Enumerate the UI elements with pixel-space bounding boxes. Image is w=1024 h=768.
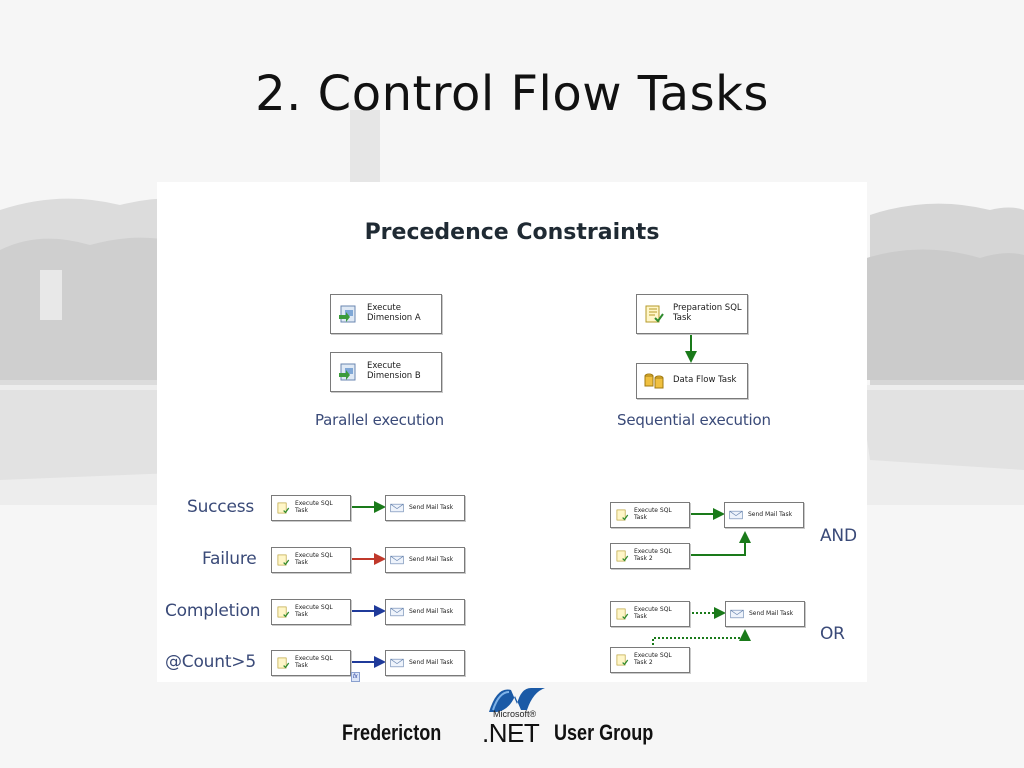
task-label-line1: Execute SQL [295,604,333,612]
dotnet-logo-icon [489,688,545,712]
task-label-line2: Dimension A [367,313,421,323]
execute-package-icon [339,363,356,381]
task-label-line1: Execute SQL [634,652,672,660]
task-label-line1: Execute SQL [295,552,333,560]
and-label: AND [820,526,857,546]
send-mail-icon [390,555,404,565]
task-label: Data Flow Task [673,375,737,386]
expression-icon: fx [351,672,360,682]
task-label: Send Mail Task [409,658,454,666]
task-label-line2: Task [295,559,308,566]
task-label-line2: Task [295,611,308,618]
task-label: Send Mail Task [409,607,454,615]
task-data-flow[interactable]: Data Flow Task [636,363,748,399]
task-send-mail[interactable]: Send Mail Task [385,599,465,625]
task-label-line2: Task 2 [634,659,653,666]
execute-package-icon [339,305,356,323]
task-label-line2: Task [673,313,692,323]
data-flow-icon [644,373,664,389]
task-label-line1: Execute SQL [634,548,672,556]
task-label: Send Mail Task [748,510,793,518]
task-label-line2: Task [634,514,647,521]
footer-user-group: User Group [554,720,654,745]
label-count: @Count>5 [165,652,256,672]
footer-net: .NET [482,718,540,748]
label-success: Success [187,497,255,517]
task-send-mail[interactable]: Send Mail Task [385,547,465,573]
send-mail-icon [390,607,404,617]
send-mail-icon [390,658,404,668]
sql-task-icon [616,654,629,666]
task-label-line2: Task [295,662,308,669]
label-failure: Failure [202,549,257,569]
task-label-line1: Execute [367,361,401,372]
task-send-mail[interactable]: Send Mail Task [725,601,805,627]
task-send-mail[interactable]: Send Mail Task [724,502,804,528]
task-label-line1: Execute [367,303,401,314]
sql-task-icon [645,305,664,323]
or-arrow-2 [652,629,751,645]
task-send-mail[interactable]: Send Mail Task [385,495,465,521]
task-label: Send Mail Task [409,555,454,563]
parallel-caption: Parallel execution [315,411,444,429]
label-completion: Completion [165,601,261,621]
sql-task-icon [277,657,290,669]
diagram-heading: Precedence Constraints [364,220,660,245]
sql-task-icon [616,550,629,562]
sql-task-icon [277,502,290,514]
task-send-mail[interactable]: Send Mail Task [385,650,465,676]
footer-branding: Fredericton Microsoft® .NET User Group [0,688,1024,760]
task-label-line2: Task 2 [634,555,653,562]
task-label-line1: Execute SQL [634,606,672,614]
task-label-line1: Execute SQL [634,507,672,515]
sql-task-icon [277,606,290,618]
slide-title: 2. Control Flow Tasks [255,66,769,122]
task-label: Send Mail Task [409,503,454,511]
task-label-line2: Task [295,507,308,514]
task-label-line2: Dimension B [367,371,421,381]
task-label-line2: Task [634,613,647,620]
sql-task-icon [616,608,629,620]
send-mail-icon [729,510,743,520]
send-mail-icon [730,609,744,619]
and-arrow-2 [688,531,751,556]
task-label-line1: Execute SQL [295,500,333,508]
send-mail-icon [390,503,404,513]
task-label-line1: Execute SQL [295,655,333,663]
or-label: OR [820,624,845,644]
task-label-line1: Preparation SQL [673,303,742,314]
footer-microsoft: Microsoft® [493,709,537,719]
sql-task-icon [277,554,290,566]
footer-fredericton: Fredericton [342,720,442,745]
task-label: Send Mail Task [749,609,794,617]
sequential-caption: Sequential execution [617,411,771,429]
sql-task-icon [616,509,629,521]
